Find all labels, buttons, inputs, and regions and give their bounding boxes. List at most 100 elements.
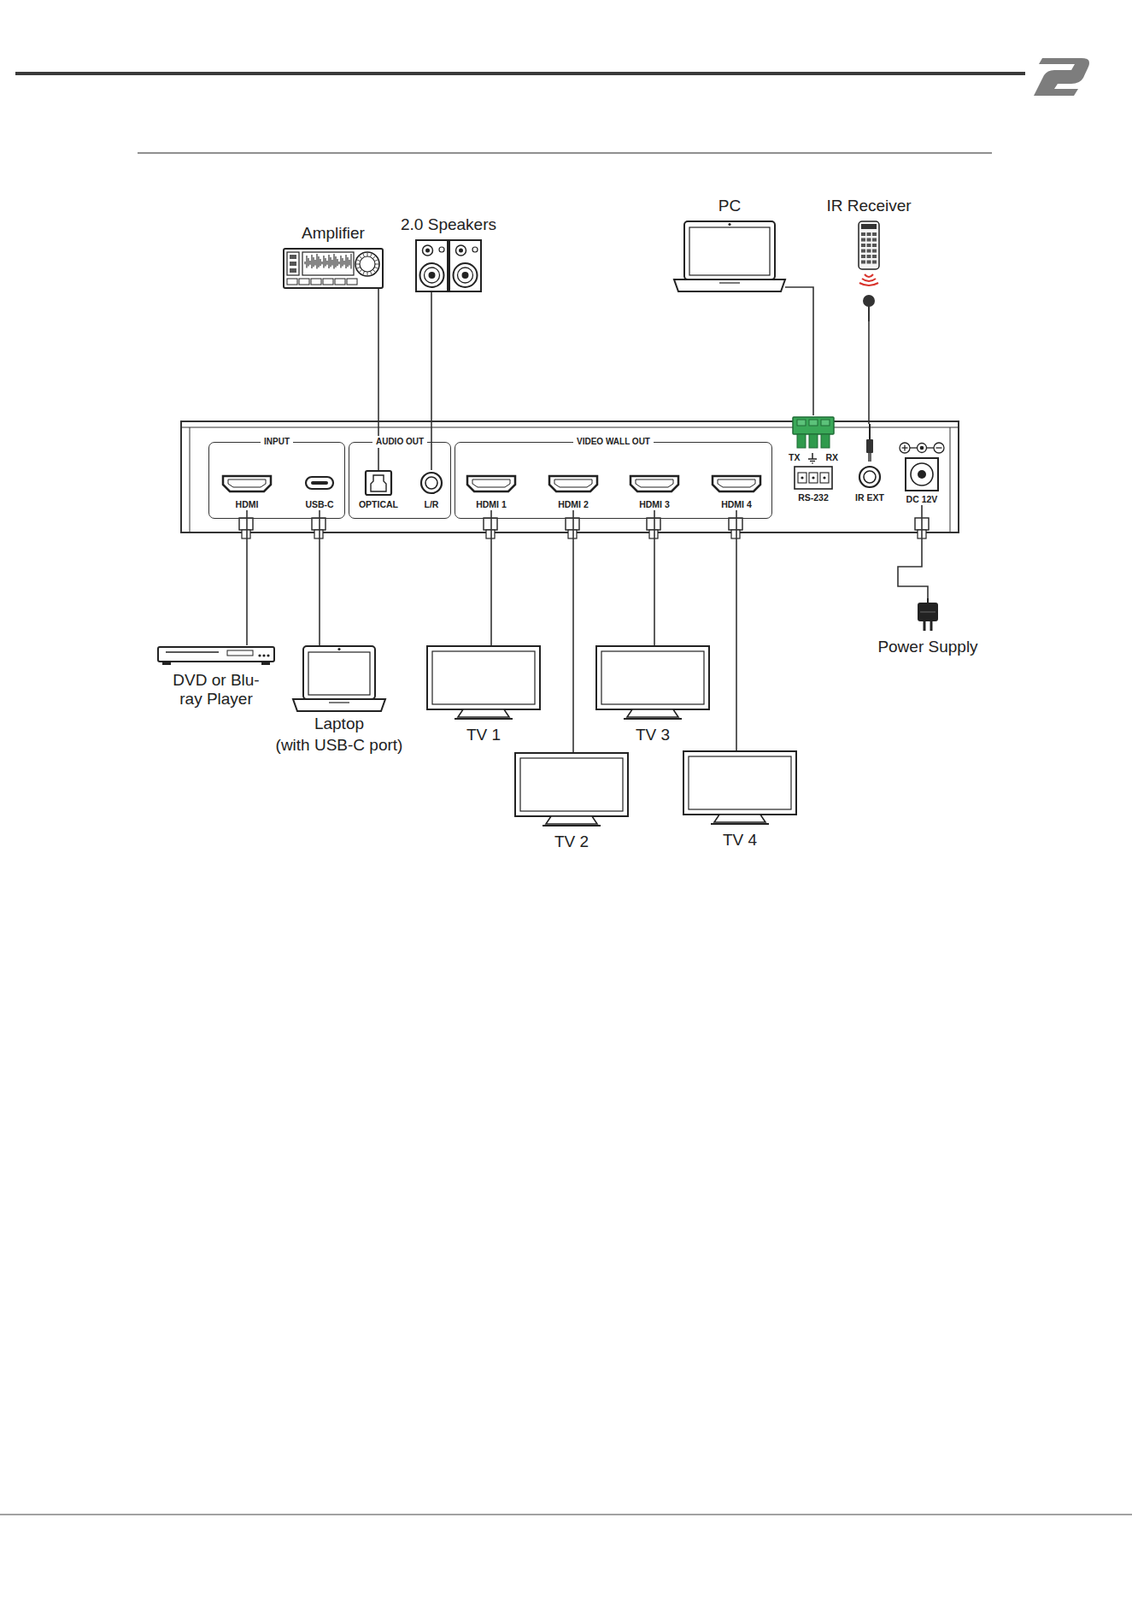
icon-rect: [565, 517, 580, 530]
icon-path: [630, 475, 679, 492]
icon-rect: [872, 232, 877, 236]
icon-circle: [917, 443, 927, 453]
icon-line: [350, 253, 352, 270]
icon-rect: [515, 752, 628, 816]
icon-rect: [797, 419, 806, 426]
irplug-icon: [863, 423, 876, 462]
icon-circle: [727, 222, 731, 226]
icon-rect: [858, 221, 880, 270]
icon-rect: [684, 221, 775, 280]
icon-rect: [821, 434, 830, 448]
icon-rect: [520, 757, 623, 811]
chassis-body: [181, 421, 959, 533]
port: USB-C: [304, 469, 335, 511]
hdmi-icon: [627, 469, 681, 496]
icon-rect: [283, 248, 383, 288]
port-label: OPTICAL: [358, 498, 399, 511]
jack-icon: [416, 469, 446, 496]
icon-circle: [456, 245, 467, 256]
port-label: IR EXT: [855, 492, 885, 504]
icon-rect: [162, 661, 171, 665]
device-label: DVD or Blu-ray Player: [156, 670, 276, 709]
header-rule: [15, 71, 1026, 76]
rsplug-icon: [790, 415, 837, 450]
port-label: HDMI 4: [721, 498, 752, 511]
icon-line: [811, 462, 814, 464]
display: TV 2: [514, 751, 629, 851]
icon-circle: [458, 248, 464, 253]
icon-line: [808, 457, 817, 460]
icon-rect: [820, 472, 829, 483]
speakers: 2.0 Speakers: [400, 215, 497, 293]
icon-rect: [310, 480, 329, 485]
icon-rect: [646, 517, 661, 530]
icon-rect: [809, 434, 818, 448]
icon-circle: [917, 469, 927, 479]
power-supply: Power Supply: [877, 598, 978, 657]
amp-icon: [282, 247, 384, 289]
icon-rect: [302, 252, 354, 276]
icon-rect: [731, 529, 740, 539]
display: TV 1: [426, 645, 541, 745]
jack-icon: [856, 463, 883, 490]
psu-icon: [910, 598, 945, 633]
port-label: DC 12V: [906, 493, 939, 505]
icon-circle: [453, 263, 478, 288]
icon-line: [309, 260, 311, 265]
icon-rect: [867, 260, 872, 264]
icon-rect: [917, 602, 939, 622]
icon-rect: [861, 223, 877, 229]
icon-line: [333, 253, 335, 270]
lap-icon: [674, 220, 786, 293]
rs232-port: TXRXRS-232: [788, 415, 839, 504]
port-label: USB-C: [304, 498, 334, 511]
icon-line: [909, 446, 917, 448]
icon-rect: [310, 278, 322, 285]
display: TV 4: [682, 750, 798, 850]
icon-circle: [859, 466, 880, 487]
cable: [490, 510, 493, 646]
power-port: DC 12V: [897, 440, 946, 505]
icon-rect: [416, 240, 448, 292]
icon-rect: [867, 254, 872, 259]
icon-line: [868, 305, 870, 322]
icon-rect: [322, 278, 334, 285]
icon-rect: [241, 529, 251, 539]
spk-icon: [415, 239, 482, 293]
icon-line: [334, 256, 336, 268]
icon-circle: [933, 442, 945, 453]
icon-path: [712, 475, 761, 492]
chassis-flange: [189, 427, 191, 533]
icon-line: [372, 256, 376, 259]
icon-rect: [287, 252, 300, 276]
icon-line: [341, 258, 343, 267]
icon-circle: [359, 256, 376, 272]
hdmi-icon: [464, 469, 518, 496]
icon-rect: [483, 517, 498, 530]
icon-line: [328, 254, 329, 269]
icon-line: [359, 269, 363, 272]
icon-line: [319, 258, 321, 266]
icon-rect: [227, 650, 253, 656]
icon-path: [457, 709, 510, 717]
icon-path: [228, 479, 266, 487]
device-label: PC: [718, 196, 741, 216]
icon-circle: [425, 476, 438, 489]
icon-rect: [867, 238, 872, 242]
icon-rect: [872, 249, 877, 253]
icon-rect: [866, 439, 874, 453]
cable: [785, 287, 814, 416]
icon-line: [307, 258, 309, 267]
icon-line: [920, 611, 936, 613]
icon-path: [545, 815, 598, 824]
icon-circle: [421, 472, 442, 493]
icon-path: [370, 475, 387, 492]
device-label: TV 1: [466, 725, 501, 745]
cable: [318, 510, 321, 646]
tv-icon: [595, 645, 710, 721]
icon-circle: [420, 263, 445, 288]
icon-line: [345, 254, 347, 269]
cable-plug: [239, 517, 253, 539]
amplifier: Amplifier: [282, 223, 384, 289]
icon-rect: [311, 517, 326, 530]
